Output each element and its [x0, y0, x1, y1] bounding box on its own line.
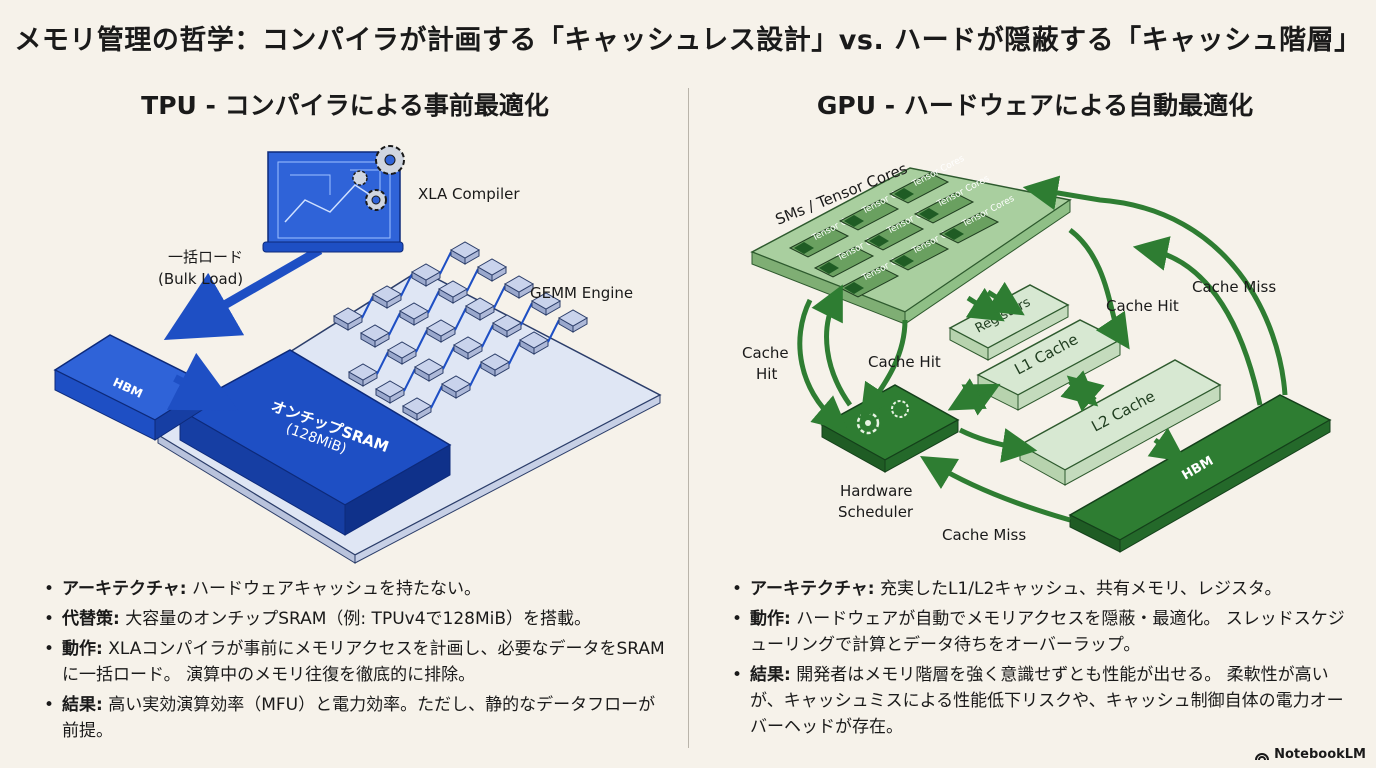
gemm-processing-element	[359, 324, 391, 348]
bulk-load-label: 一括ロード	[168, 248, 243, 266]
gemm-processing-element	[437, 280, 469, 304]
tpu-bullet-list: アーキテクチャ: ハードウェアキャッシュを持たない。 代替策: 大容量のオンチッ…	[40, 576, 670, 748]
tpu-heading: TPU - コンパイラによる事前最適化	[141, 91, 549, 120]
pe-link	[469, 363, 482, 387]
gemm-processing-element	[371, 285, 403, 309]
gemm-processing-element	[449, 241, 481, 265]
pe-link	[415, 329, 428, 353]
cache-miss-bottom-label: Cache Miss	[942, 526, 1026, 544]
brand-footer: NotebookLM	[1255, 747, 1366, 762]
cache-hit-mid-label: Cache Hit	[868, 353, 941, 371]
pe-link	[400, 273, 413, 297]
list-item: 結果: 開発者はメモリ階層を強く意識せずとも性能が出せる。 柔軟性が高いが、キャ…	[728, 662, 1358, 740]
gpu-hbm-block: HBM	[1068, 394, 1332, 553]
list-item: 動作: ハードウェアが自動でメモリアクセスを隠蔽・最適化。 スレッドスケジューリ…	[728, 606, 1358, 658]
gpu-heading: GPU - ハードウェアによる自動最適化	[816, 91, 1254, 120]
gemm-processing-element	[452, 336, 484, 360]
registers-block: Registers	[948, 284, 1070, 361]
list-item: 結果: 高い実効演算効率（MFU）と電力効率。ただし、静的なデータフローが前提。	[40, 692, 670, 744]
gpu-diagram: HBM L2 Cache L1 Cache Registers	[742, 154, 1332, 553]
pe-link	[520, 302, 533, 326]
gemm-processing-element	[518, 331, 550, 355]
gemm-processing-element	[491, 314, 523, 338]
list-item: 代替策: 大容量のオンチップSRAM（例: TPUv4で128MiB）を搭載。	[40, 606, 670, 632]
sram-block: オンチップSRAM (128MiB)	[178, 349, 452, 536]
gemm-processing-element	[398, 302, 430, 326]
gemm-processing-element	[386, 341, 418, 365]
column-divider	[688, 88, 689, 748]
xla-compiler-label: XLA Compiler	[418, 185, 520, 203]
gemm-processing-element	[557, 309, 589, 333]
gemm-processing-element	[530, 292, 562, 316]
pe-link	[493, 285, 506, 309]
gear-icon	[352, 170, 368, 186]
gemm-processing-element	[413, 358, 445, 382]
brand-name: NotebookLM	[1274, 747, 1366, 762]
hardware-scheduler-block	[820, 384, 960, 473]
pe-link	[547, 319, 560, 343]
gear-icon	[375, 145, 405, 175]
gemm-processing-element	[401, 397, 433, 421]
gpu-bullet-list: アーキテクチャ: 充実したL1/L2キャッシュ、共有メモリ、レジスタ。 動作: …	[728, 576, 1358, 744]
pe-link	[466, 268, 479, 292]
gemm-processing-element	[410, 263, 442, 287]
gemm-pe-grid	[332, 241, 589, 421]
pe-link	[439, 251, 452, 275]
pe-link	[430, 385, 443, 409]
xla-compiler-blueprint	[262, 145, 405, 253]
pe-link	[481, 324, 494, 348]
cache-hit-right-label: Cache Hit	[1106, 297, 1179, 315]
cache-hit-left-line2: Hit	[756, 365, 777, 383]
tpu-diagram: オンチップSRAM (128MiB) HBM	[53, 145, 662, 564]
gemm-processing-element	[476, 258, 508, 282]
pe-link	[508, 341, 521, 365]
scheduler-label-line1: Hardware	[840, 482, 912, 500]
pe-link	[427, 290, 440, 314]
cache-miss-top-label: Cache Miss	[1192, 278, 1276, 296]
gemm-processing-element	[503, 275, 535, 299]
cache-hit-left-line1: Cache	[742, 344, 789, 362]
notebooklm-logo-icon	[1255, 752, 1270, 760]
gear-icon	[365, 189, 387, 211]
gemm-processing-element	[347, 363, 379, 387]
pe-link	[376, 351, 389, 375]
bulk-load-arrow	[163, 246, 323, 340]
pe-link	[403, 368, 416, 392]
pe-link	[361, 295, 374, 319]
list-item: 動作: XLAコンパイラが事前にメモリアクセスを計画し、必要なデータをSRAMに…	[40, 636, 670, 688]
gpu-dataflow-arrows	[797, 175, 1288, 523]
pe-link	[388, 312, 401, 336]
gemm-processing-element	[464, 297, 496, 321]
pe-link	[442, 346, 455, 370]
pe-link	[454, 307, 467, 331]
gear-icon	[891, 400, 909, 418]
page-title: メモリ管理の哲学：コンパイラが計画する「キャッシュレス設計」vs. ハードが隠蔽…	[14, 25, 1362, 56]
gemm-engine-label: GEMM Engine	[530, 284, 633, 302]
bulk-load-sub-label: (Bulk Load)	[158, 270, 243, 288]
gemm-processing-element	[425, 319, 457, 343]
gemm-processing-element	[374, 380, 406, 404]
hbm-to-sram-arrow	[166, 352, 239, 411]
list-item: アーキテクチャ: ハードウェアキャッシュを持たない。	[40, 576, 670, 602]
list-item: アーキテクチャ: 充実したL1/L2キャッシュ、共有メモリ、レジスタ。	[728, 576, 1358, 602]
scheduler-label-line2: Scheduler	[838, 503, 914, 521]
